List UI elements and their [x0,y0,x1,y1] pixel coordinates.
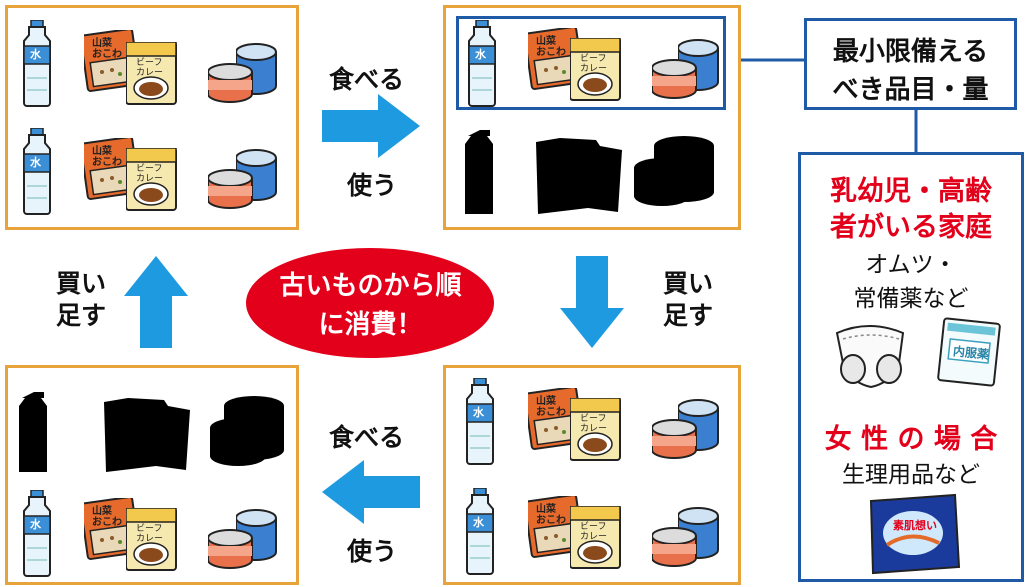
infants-elderly-heading-line1: 乳幼児・高齢 [830,176,992,207]
curry-pack-label: ビーフカレー [136,164,164,184]
minimum-stock-line1: 最小限備える [832,37,989,67]
sanitary-pad-label: 素肌想い [893,519,937,532]
stock-panel-bottom-right: 水 山菜おこわ ビーフカレー 水 山菜おこわ ビーフカレー [443,365,741,585]
infants-elderly-heading-line2: 者がいる家庭 [830,212,992,243]
infants-text-line1: オムツ・ [865,252,957,278]
eat-label-bottom: 食べる [329,423,405,452]
consumed-items-silhouette [19,392,284,472]
water-bottle-label: 水 [473,406,484,419]
curry-pack-label: ビーフカレー [136,524,164,544]
water-bottle-label: 水 [30,48,41,61]
sanitary-pad-package-icon [869,493,961,575]
diaper-icon [835,325,905,389]
consume-oldest-oval [246,248,494,358]
buy-label-right: 買い足す [663,269,714,330]
curry-pack-label: ビーフカレー [580,522,608,542]
arrow-right-icon [322,94,420,158]
arrow-up-icon [124,256,188,348]
water-bottle-label: 水 [475,48,486,61]
rice-pack-label: 山菜おこわ [536,396,566,418]
stock-panel-top-right: 水 山菜おこわ ビーフカレー [443,5,741,230]
oval-text-line1: 古いものから順 [279,271,462,301]
curry-pack-label: ビーフカレー [136,58,164,78]
minimum-stock-frame [456,16,726,110]
oval-text-line2: に消費！ [318,310,423,340]
buy-label-left: 買い足す [56,269,107,330]
rice-pack-label: 山菜おこわ [536,36,566,58]
curry-pack-label: ビーフカレー [580,54,608,74]
consumed-items-silhouette [465,130,714,214]
minimum-stock-line2: べき品目・量 [832,75,989,105]
rice-pack-label: 山菜おこわ [92,146,122,168]
medicine-bag-icon [937,317,1001,387]
curry-pack-label: ビーフカレー [580,414,608,434]
use-label-top: 使う [347,171,398,200]
arrow-left-icon [322,460,420,524]
infants-text-line2: 常備薬など [853,286,969,312]
arrow-down-icon [560,256,624,348]
use-label-bottom: 使う [347,537,398,566]
stock-panel-top-left: 水 山菜おこわ ビーフカレー 水 山菜おこわ ビーフカレー [5,5,299,230]
stock-panel-bottom-left: 水 山菜おこわ ビーフカレー [5,365,299,585]
rice-pack-label: 山菜おこわ [92,506,122,528]
rice-pack-label: 山菜おこわ [92,38,122,60]
eat-label-top: 食べる [329,65,405,94]
rice-pack-label: 山菜おこわ [536,504,566,526]
women-text: 生理用品など [842,462,980,488]
medicine-bag-label: 内服薬 [952,344,990,362]
water-bottle-label: 水 [30,156,41,169]
water-bottle-label: 水 [473,516,484,529]
water-bottle-label: 水 [30,518,41,531]
special-needs-panel: 乳幼児・高齢 者がいる家庭 オムツ・ 常備薬など 内服薬 女 性 の 場 合 生… [798,152,1024,582]
women-heading: 女 性 の 場 合 [824,424,998,455]
minimum-stock-box: 最小限備える べき品目・量 [804,18,1017,110]
